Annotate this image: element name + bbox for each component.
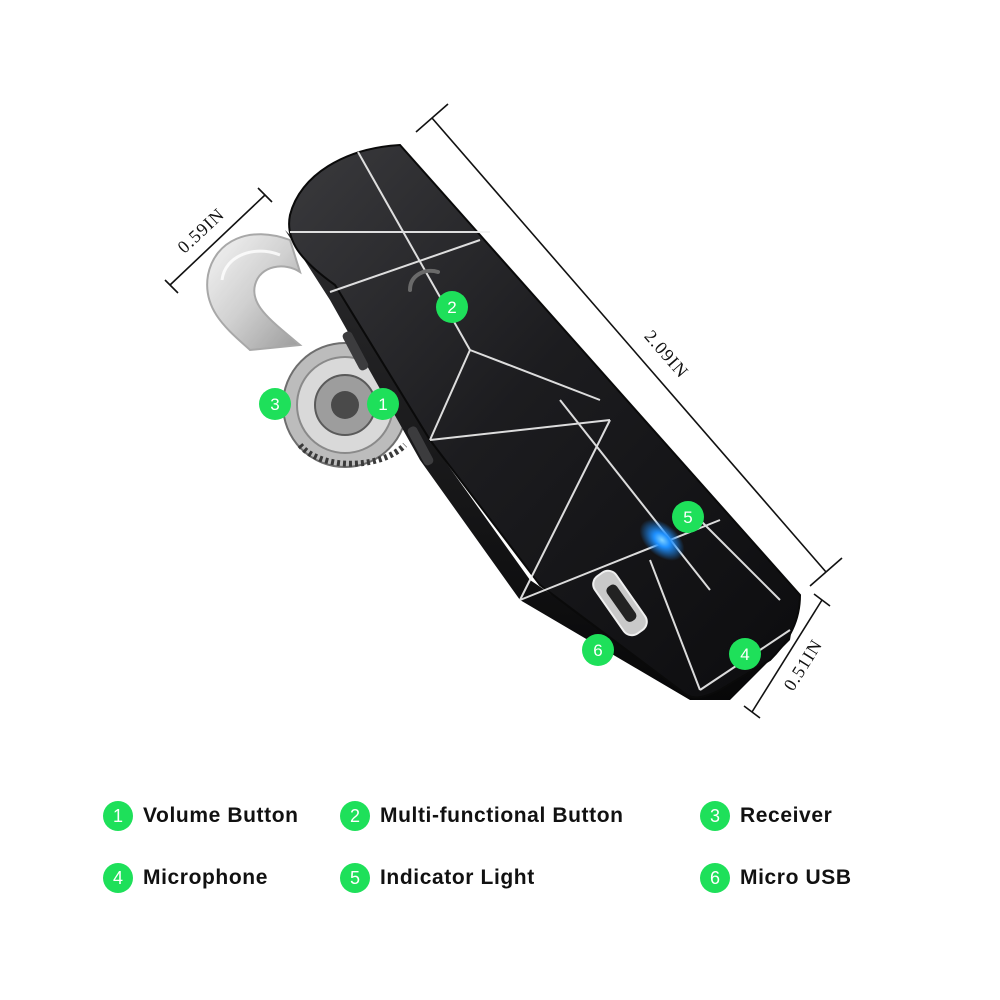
- dimension-width: [743, 593, 831, 719]
- legend-item-microphone: 4 Microphone: [103, 860, 268, 896]
- svg-text:4: 4: [740, 645, 749, 664]
- legend-item-micro-usb: 6 Micro USB: [700, 860, 852, 896]
- legend: 1 Volume Button 2 Multi-functional Butto…: [0, 790, 1000, 910]
- legend-badge: 3: [700, 801, 730, 831]
- legend-item-receiver: 3 Receiver: [700, 798, 832, 834]
- callout-5: 5: [672, 501, 704, 533]
- svg-text:1: 1: [378, 395, 387, 414]
- legend-badge: 1: [103, 801, 133, 831]
- legend-label: Indicator Light: [380, 866, 535, 889]
- ear-hook: [206, 233, 303, 352]
- indicator-led: [639, 519, 685, 561]
- callout-4: 4: [729, 638, 761, 670]
- headset-body: [285, 143, 802, 700]
- micro-usb-port: [592, 569, 648, 637]
- legend-item-volume-button: 1 Volume Button: [103, 798, 299, 834]
- svg-text:6: 6: [593, 641, 602, 660]
- legend-label: Microphone: [143, 866, 268, 889]
- legend-label: Volume Button: [143, 804, 299, 827]
- legend-label: Micro USB: [740, 866, 852, 889]
- legend-badge: 2: [340, 801, 370, 831]
- legend-item-indicator-light: 5 Indicator Light: [340, 860, 535, 896]
- legend-badge: 4: [103, 863, 133, 893]
- legend-label: Multi-functional Button: [380, 804, 624, 827]
- dimension-height: [164, 187, 273, 294]
- headset-diagram: 0.59IN 2.09IN 0.51IN 2 3 1 5 6 4: [164, 103, 843, 719]
- legend-badge: 5: [340, 863, 370, 893]
- callout-1: 1: [367, 388, 399, 420]
- legend-badge: 6: [700, 863, 730, 893]
- dimension-length: [415, 103, 843, 587]
- callout-3: 3: [259, 388, 291, 420]
- dimension-length-label: 2.09IN: [640, 326, 692, 382]
- callout-6: 6: [582, 634, 614, 666]
- svg-text:5: 5: [683, 508, 692, 527]
- callout-2: 2: [436, 291, 468, 323]
- legend-label: Receiver: [740, 804, 833, 827]
- svg-text:3: 3: [270, 395, 279, 414]
- svg-text:2: 2: [447, 298, 456, 317]
- legend-item-multi-functional-button: 2 Multi-functional Button: [340, 798, 624, 834]
- dimension-width-label: 0.51IN: [779, 636, 826, 695]
